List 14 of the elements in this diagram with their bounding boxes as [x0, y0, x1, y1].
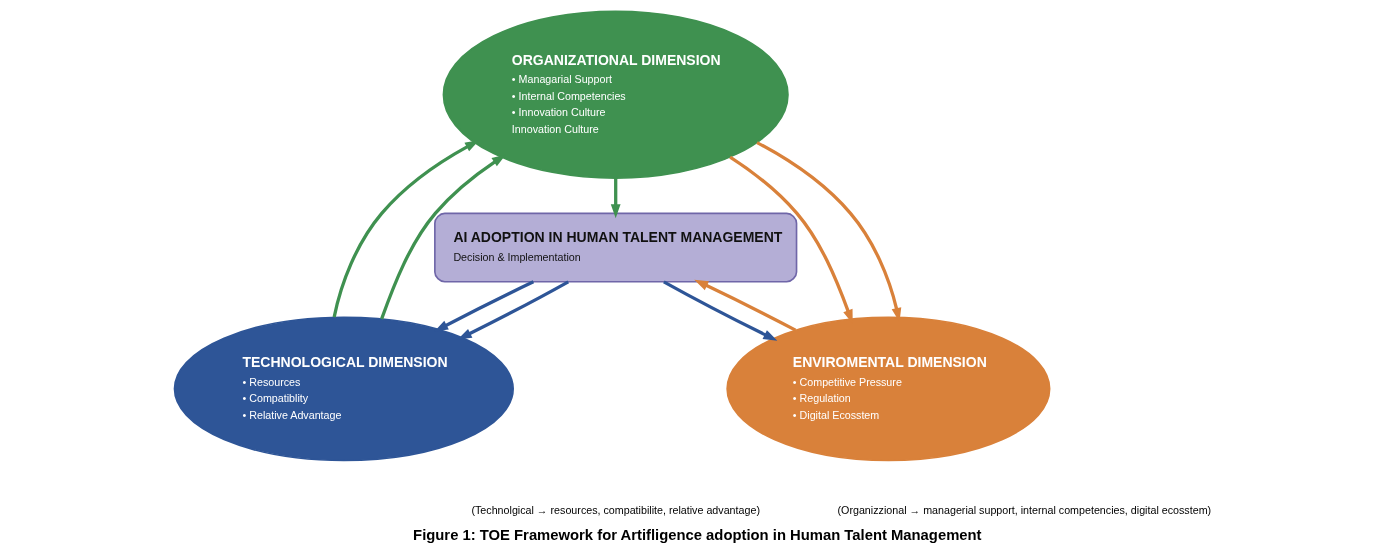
- caption: Figure 1: TOE Framework for Artifligence adoption in Human Talent Management: [412, 526, 982, 543]
- node-ellipse: ENVIROMENTAL DIMENSION • Competitive Pressure • Regulation • Digital Ecosstem: [725, 316, 1050, 462]
- node-ellipse: TECHNOLOGICAL DIMENSION • Resources • Compatiblity • Relative Advantage: [173, 316, 514, 462]
- arrow: [610, 177, 621, 219]
- arrow: [457, 280, 569, 340]
- arrow: [693, 279, 796, 332]
- node-box: AI ADOPTION IN HUMAN TALENT MANAGEMENT Decision & Implementation: [433, 212, 797, 283]
- label: (Organizzional → managerial support, internal competencies, digital ecosstem): [837, 503, 1211, 516]
- node-ellipse: ORGANIZATIONAL DIMENSION • Managarial Support • Internal Competencies • Innovation Culture Innovation Culture: [442, 10, 789, 179]
- arrow: [379, 154, 506, 320]
- arrow: [662, 280, 777, 341]
- arrow: [755, 141, 901, 322]
- arrow: [332, 140, 479, 318]
- label: (Technolgical → resources, compatibilite, relative advantage): [470, 503, 760, 516]
